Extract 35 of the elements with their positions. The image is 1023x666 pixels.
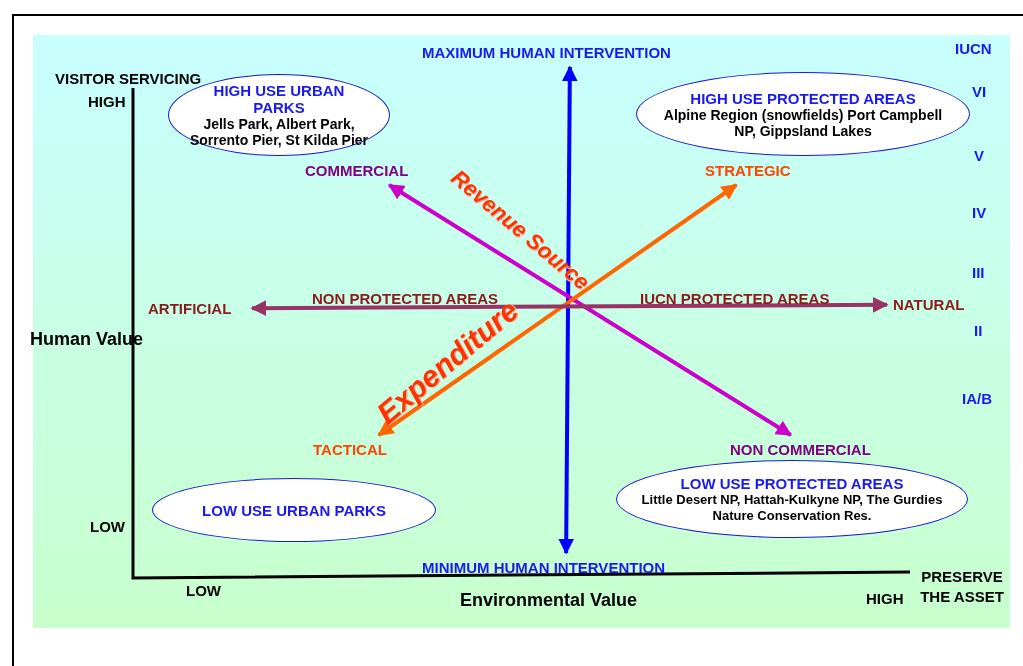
place-list: Jells Park, Albert Park, Sorrento Pier, St Kilda Pier	[188, 116, 370, 148]
category-heading: LOW USE PROTECTED AREAS	[680, 474, 904, 492]
axis-label: PRESERVE THE ASSET	[919, 567, 1005, 607]
place-list: Alpine Region (snowfields) Port Campbell NP, Gippsland Lakes	[656, 106, 950, 139]
arrow	[558, 65, 578, 555]
arrow	[377, 183, 738, 437]
axis-label: HIGH	[88, 93, 126, 110]
pole-label: TACTICAL	[313, 441, 387, 458]
arrow	[387, 183, 793, 437]
axis-label: LOW	[90, 518, 125, 535]
axis-label: VISITOR SERVICING	[55, 70, 202, 87]
category-heading: LOW USE URBAN PARKS	[202, 501, 386, 519]
place-list: Little Desert NP, Hattah-Kulkyne NP, The Gurdies Nature Conservation Res.	[636, 491, 948, 524]
axis-label: IUCN PROTECTED AREAS	[640, 290, 830, 307]
pole-label: ARTIFICIAL	[148, 300, 232, 317]
axis-label: II	[974, 322, 983, 339]
axis-label: NON PROTECTED AREAS	[312, 290, 499, 307]
axis-label: IV	[972, 204, 987, 221]
pole-label: COMMERCIAL	[305, 162, 409, 179]
pole-label: NATURAL	[893, 296, 965, 313]
axis-label: IUCN	[955, 40, 992, 57]
axis-label: VI	[972, 83, 987, 100]
arrow	[250, 296, 889, 317]
category-heading: HIGH USE PROTECTED AREAS	[690, 89, 916, 107]
category-heading: HIGH USE URBAN PARKS	[212, 82, 346, 116]
axis-label: LOW	[186, 582, 221, 599]
axis-label: IA/B	[962, 390, 992, 407]
pole-label: MAXIMUM HUMAN INTERVENTION	[422, 44, 671, 61]
axis-label: Environmental Value	[460, 592, 638, 609]
pole-label: STRATEGIC	[705, 162, 791, 179]
pole-label: MINIMUM HUMAN INTERVENTION	[422, 559, 666, 576]
axis-label: III	[972, 264, 985, 281]
pole-label: NON COMMERCIAL	[730, 441, 871, 458]
axis-label: V	[974, 147, 984, 164]
axis-label: HIGH	[866, 590, 904, 607]
